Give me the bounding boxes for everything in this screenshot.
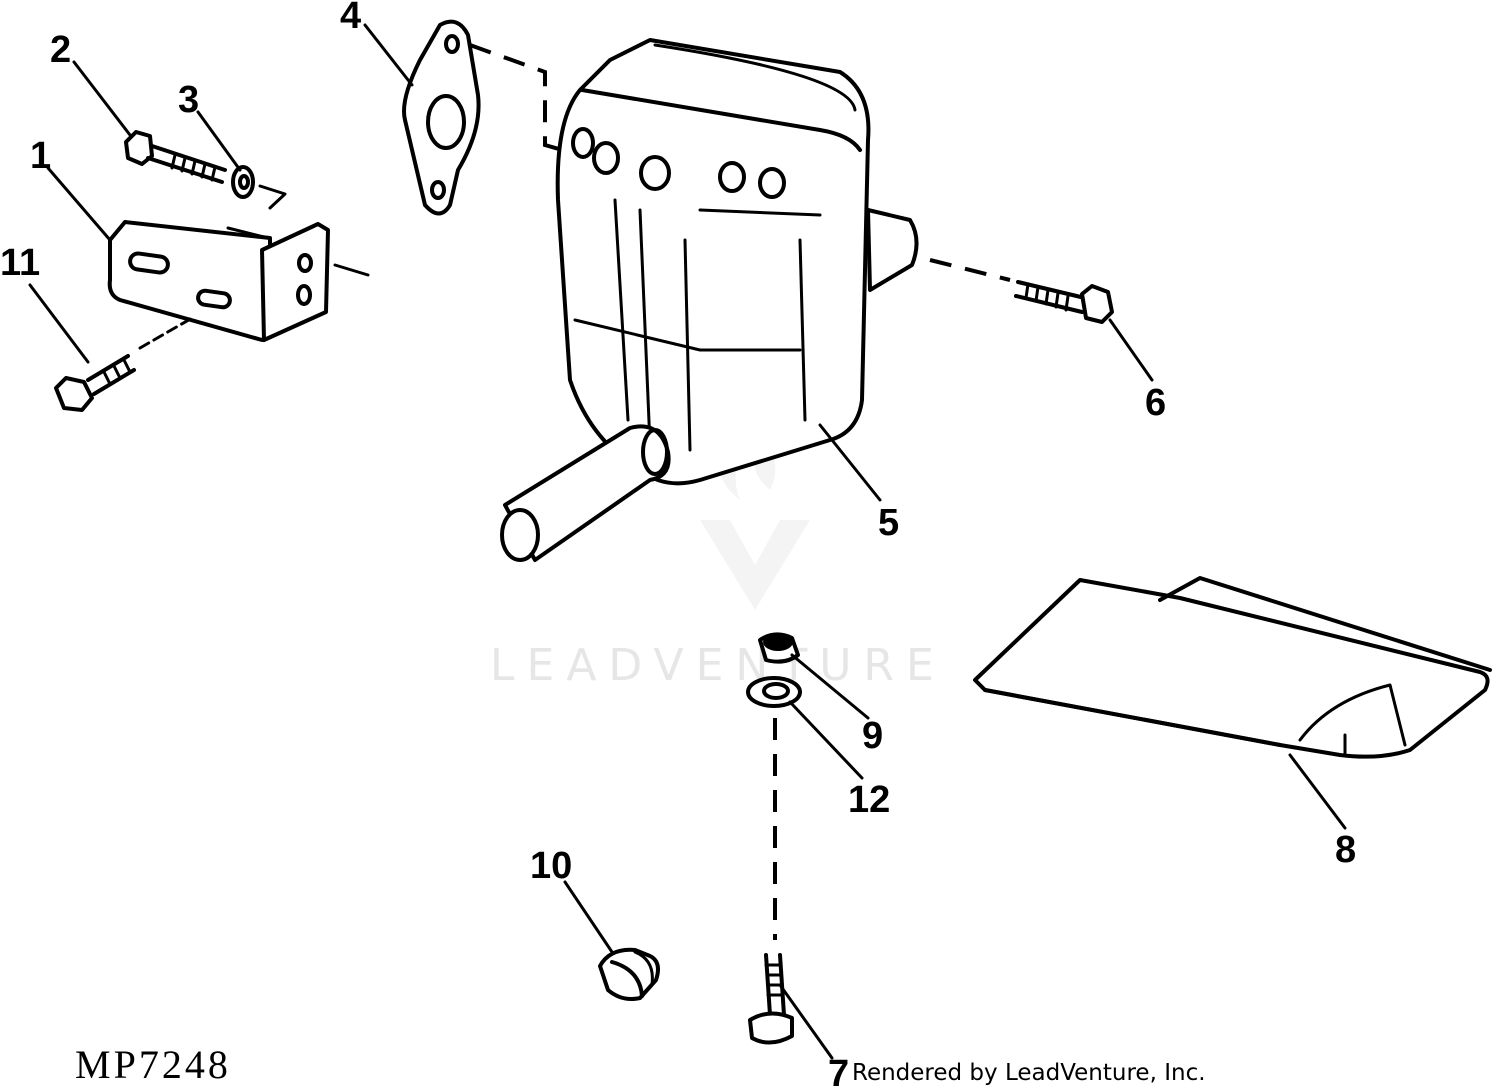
callout-1: 1 <box>30 135 51 177</box>
leader-lines <box>28 23 1347 1060</box>
washer-part-3[interactable] <box>231 165 287 210</box>
figure-id: MP7248 <box>75 1042 231 1087</box>
gasket-part-4[interactable] <box>402 19 581 216</box>
callout-6: 6 <box>1145 382 1166 424</box>
bolt-part-11[interactable] <box>54 316 194 412</box>
callout-4: 4 <box>340 0 361 37</box>
callout-5: 5 <box>878 502 899 544</box>
callout-3: 3 <box>178 79 199 121</box>
callout-9: 9 <box>862 715 883 757</box>
callout-8: 8 <box>1335 829 1356 871</box>
bolt-part-2[interactable] <box>124 130 227 184</box>
lock-washer-part-12[interactable] <box>746 676 802 940</box>
bolt-part-6[interactable] <box>929 258 1114 324</box>
callout-10: 10 <box>530 845 572 887</box>
bracket-part-1[interactable] <box>107 220 370 342</box>
bolt-part-7[interactable] <box>748 953 794 1045</box>
callout-12: 12 <box>848 779 890 821</box>
muffler-part-5[interactable] <box>500 38 919 562</box>
nut-part-9[interactable] <box>758 632 800 664</box>
watermark-text: LEADVENTURE <box>490 640 946 691</box>
heat-shield-part-8[interactable] <box>973 576 1492 759</box>
render-credit: Rendered by LeadVenture, Inc. <box>852 1060 1206 1086</box>
callout-2: 2 <box>50 29 71 71</box>
callout-11: 11 <box>0 242 40 284</box>
plug-part-10[interactable] <box>598 947 660 1001</box>
callout-7: 7 <box>828 1053 849 1089</box>
